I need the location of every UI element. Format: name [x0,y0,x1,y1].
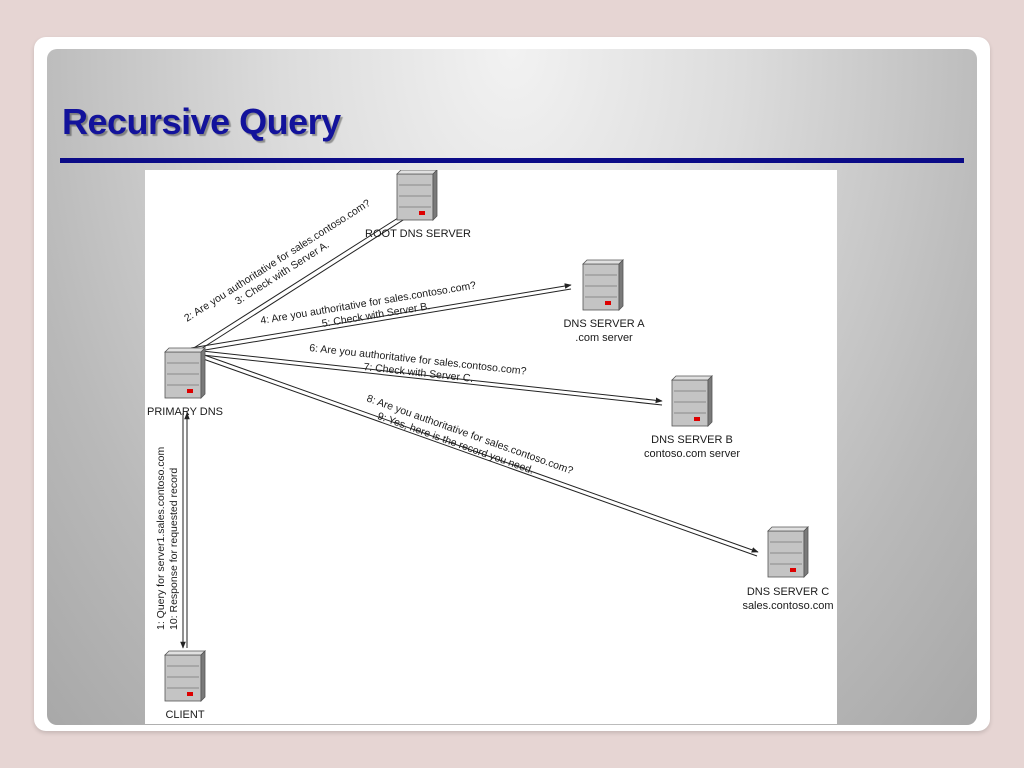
server-icon [164,347,206,399]
server-icon [767,526,809,578]
root-dns-server [396,170,438,221]
server-icon [582,259,624,311]
server-icon [396,170,438,221]
slide: Recursive Query [47,49,977,725]
server-icon [671,375,713,427]
primary-dns-label: PRIMARY DNS [147,406,223,418]
arrow-primary-server-c [191,350,759,557]
server-b-label: DNS SERVER B [651,434,733,446]
arrow-primary-server-b [192,349,663,406]
message-10: 10: Response for requested record [168,468,180,630]
dns-server-b [671,375,713,427]
server-a-sublabel: .com server [575,332,633,344]
message-8: 8: Are you authoritative for sales.conto… [365,393,575,478]
server-a-label: DNS SERVER A [563,318,645,330]
dns-server-c [767,526,809,578]
dns-recursive-query-diagram: 2: Are you authoritative for sales.conto… [145,170,837,724]
message-1: 1: Query for server1.sales.contoso.com [155,447,167,630]
primary-dns-server [164,347,206,399]
diagram-canvas: 2: Are you authoritative for sales.conto… [147,170,834,721]
client-computer [164,650,206,702]
arrow-primary-root [188,210,412,355]
server-c-sublabel: sales.contoso.com [742,600,833,612]
root-dns-label: ROOT DNS SERVER [365,228,471,240]
title-underline [60,158,964,163]
server-c-label: DNS SERVER C [747,586,829,598]
arrow-primary-server-a [190,283,572,354]
server-icon [164,650,206,702]
client-label: CLIENT [165,709,204,721]
arrow-client-primary [180,412,190,649]
slide-title: Recursive Query [62,101,341,142]
server-b-sublabel: contoso.com server [644,448,740,460]
dns-server-a [582,259,624,311]
